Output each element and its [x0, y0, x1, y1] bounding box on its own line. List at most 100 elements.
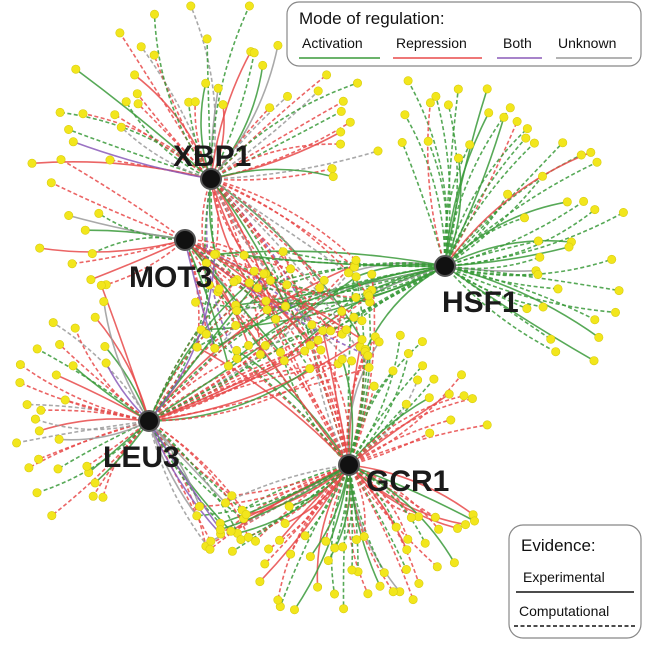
target-gene-node	[369, 381, 379, 391]
regulation-edge	[348, 464, 354, 571]
target-gene-node	[351, 535, 361, 545]
target-gene-node	[300, 346, 310, 356]
regulation-edge	[348, 293, 372, 466]
regulation-edge	[210, 51, 252, 180]
target-gene-node	[576, 150, 586, 160]
regulation-edge	[444, 89, 460, 267]
target-gene-node	[71, 64, 81, 74]
target-gene-node	[64, 125, 74, 135]
target-gene-node	[305, 340, 315, 350]
regulation-edge	[210, 52, 255, 180]
target-gene-node	[413, 375, 423, 385]
target-gene-node	[482, 420, 492, 430]
regulation-edge	[330, 265, 446, 332]
hub-node-leu3	[138, 410, 160, 432]
regulation-edge	[444, 151, 592, 267]
regulation-edge	[210, 168, 334, 180]
target-gene-node	[204, 280, 214, 290]
target-gene-node	[425, 98, 435, 108]
target-gene-node	[307, 320, 317, 330]
target-gene-node	[280, 518, 290, 528]
regulation-edge	[136, 93, 212, 180]
regulation-edge	[348, 464, 414, 600]
regulation-edge	[38, 420, 150, 460]
target-gene-node	[562, 197, 572, 207]
target-gene-node	[192, 342, 202, 352]
target-gene-node	[53, 464, 63, 474]
regulation-edge	[148, 420, 222, 535]
regulation-edge	[210, 110, 342, 180]
regulation-edge	[196, 346, 350, 466]
target-gene-node	[260, 340, 270, 350]
target-gene-node	[374, 337, 384, 347]
target-gene-node	[48, 318, 58, 328]
target-gene-node	[51, 370, 61, 380]
target-gene-node	[345, 117, 355, 127]
target-gene-node	[313, 86, 323, 96]
regulation-edge	[444, 265, 620, 292]
target-gene-node	[191, 297, 201, 307]
target-gene-node	[444, 389, 454, 399]
regulation-edge	[74, 327, 150, 422]
target-gene-node	[429, 374, 439, 384]
target-gene-node	[280, 301, 290, 311]
target-gene-node	[227, 546, 237, 556]
legend-mode-title: Mode of regulation:	[299, 9, 445, 28]
regulation-edge	[348, 335, 402, 466]
target-gene-node	[449, 558, 459, 568]
regulation-edge	[148, 284, 211, 422]
target-gene-node	[121, 97, 131, 107]
target-gene-node	[424, 393, 434, 403]
regulation-edge	[196, 464, 350, 517]
target-gene-node	[116, 122, 126, 132]
target-gene-node	[67, 259, 77, 269]
regulation-edge	[444, 265, 616, 314]
target-gene-node	[388, 587, 398, 597]
regulation-edge	[210, 178, 363, 322]
target-gene-node	[335, 139, 345, 149]
regulation-edge	[210, 178, 324, 332]
target-gene-node	[363, 589, 373, 599]
target-gene-node	[590, 315, 600, 325]
regulation-edge	[444, 104, 459, 267]
regulation-edge	[348, 464, 426, 544]
target-gene-node	[195, 501, 205, 511]
regulation-edge	[444, 265, 557, 353]
target-gene-node	[68, 361, 78, 371]
regulation-edge	[286, 262, 446, 286]
regulation-edge	[348, 464, 458, 530]
target-gene-node	[402, 545, 412, 555]
target-gene-node	[265, 275, 275, 285]
target-gene-node	[337, 306, 347, 316]
regulation-edge	[148, 295, 370, 422]
target-gene-node	[326, 326, 336, 336]
target-gene-node	[484, 108, 494, 118]
regulation-edge	[334, 311, 350, 466]
target-gene-node	[54, 434, 64, 444]
hub-label-layer: XBP1 MOT3 HSF1 LEU3 GCR1	[103, 140, 519, 498]
regulation-edge	[404, 114, 446, 267]
target-gene-node	[522, 124, 532, 134]
regulation-edge	[148, 420, 207, 547]
target-gene-node	[379, 568, 389, 578]
regulation-edge	[210, 121, 351, 180]
target-gene-node	[255, 577, 265, 587]
regulation-edge	[210, 95, 289, 180]
legend-both-label: Both	[503, 35, 532, 51]
target-gene-node	[255, 349, 265, 359]
target-gene-node	[432, 562, 442, 572]
target-gene-node	[273, 595, 283, 605]
regulation-edge	[209, 464, 350, 550]
regulation-edge	[205, 333, 350, 466]
target-gene-node	[546, 334, 556, 344]
target-gene-node	[414, 578, 424, 588]
target-gene-node	[465, 140, 475, 150]
legend-evidence-title: Evidence:	[521, 536, 596, 555]
regulation-edge	[348, 374, 463, 466]
regulation-edge	[348, 464, 440, 530]
target-gene-node	[607, 254, 617, 264]
target-gene-node	[232, 345, 242, 355]
hub-node-gcr1	[338, 454, 360, 476]
target-gene-node	[305, 552, 315, 562]
regulation-edge	[244, 254, 446, 267]
